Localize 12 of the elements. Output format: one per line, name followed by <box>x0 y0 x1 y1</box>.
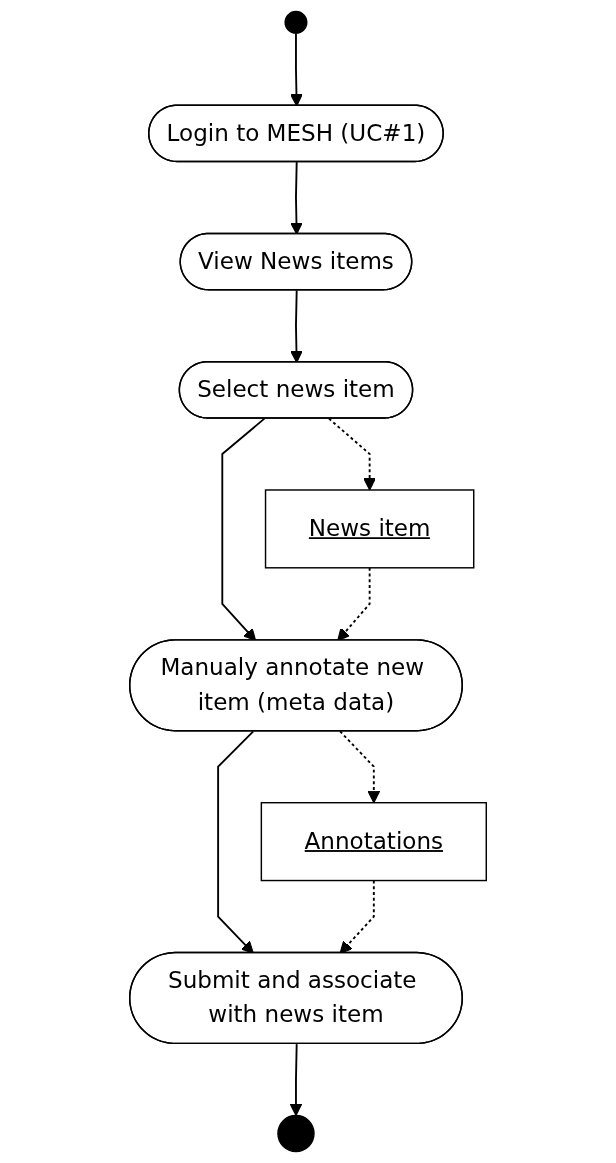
arrow <box>290 161 303 235</box>
arrow <box>328 417 376 491</box>
arrow <box>290 32 303 107</box>
node-circle <box>277 1114 315 1153</box>
arrow <box>339 879 375 954</box>
arrow <box>289 1043 303 1116</box>
node-box: News item <box>264 489 475 569</box>
arrow <box>217 730 255 954</box>
node-circle <box>284 10 308 34</box>
arrow <box>339 730 381 804</box>
arrow <box>290 289 303 363</box>
node-box: Annotations <box>260 802 487 882</box>
